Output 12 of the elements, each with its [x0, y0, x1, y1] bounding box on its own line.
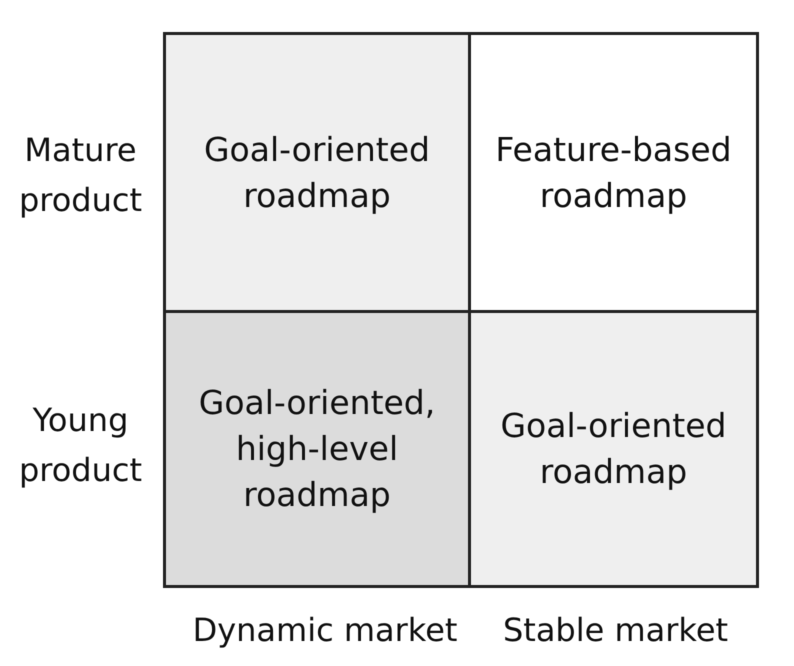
- column-label: Stable market: [502, 610, 730, 651]
- quadrant-label: Goal-oriented roadmap: [202, 128, 431, 216]
- quadrant-label: Feature-based roadmap: [494, 128, 733, 216]
- row-label: Young product: [18, 400, 144, 491]
- matrix-quadrant: [468, 310, 759, 588]
- matrix-quadrant: [163, 32, 471, 313]
- matrix-quadrant: [163, 310, 471, 588]
- matrix-quadrant: [468, 32, 759, 313]
- quadrant-label: Goal-oriented roadmap: [499, 405, 728, 493]
- row-label: Mature product: [18, 130, 144, 221]
- quadrant-label: Goal-oriented, high-level roadmap: [198, 382, 436, 516]
- column-label: Dynamic market: [192, 610, 458, 651]
